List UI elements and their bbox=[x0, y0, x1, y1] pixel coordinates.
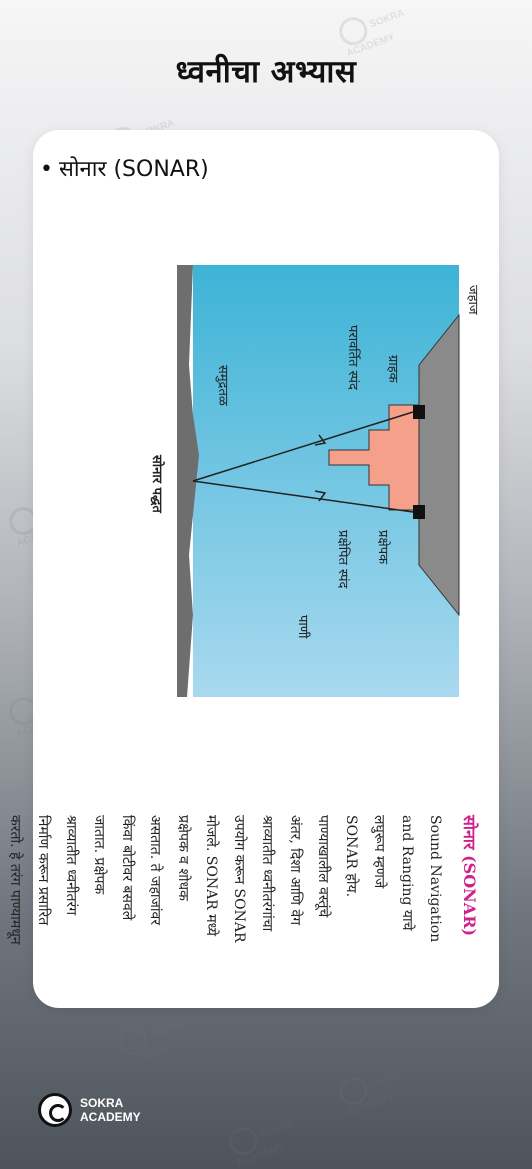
sonar-text-block: सोनार (SONAR) Sound Navigation and Rangi… bbox=[7, 815, 499, 945]
logo-icon bbox=[38, 1093, 72, 1127]
reflected-wave-line bbox=[192, 411, 414, 482]
label-transmitter: प्रक्षेपक bbox=[375, 530, 391, 565]
ship-hull bbox=[418, 313, 460, 617]
label-sea-bed: समुद्रतळ bbox=[215, 365, 230, 407]
rotated-page: जहाज ग्राहक परावर्तित स्पंद समुद्रतळ प्र… bbox=[7, 255, 499, 955]
page-title: ध्वनीचा अभ्यास bbox=[175, 54, 357, 90]
sonar-paragraph-1: Sound Navigation and Ranging याचे लघुरूप… bbox=[91, 815, 443, 943]
label-transmitted-wave: प्रक्षेपित स्पंद bbox=[335, 530, 351, 589]
arrow-icon bbox=[314, 490, 327, 502]
section-heading: •सोनार (SONAR) bbox=[40, 157, 209, 182]
label-water: पाणी bbox=[295, 615, 311, 639]
bullet-icon: • bbox=[40, 157, 53, 182]
ship-cabin bbox=[328, 404, 420, 511]
arrow-icon bbox=[314, 434, 327, 446]
transmitter-box bbox=[413, 505, 425, 519]
receiver-box bbox=[413, 405, 425, 419]
sonar-heading: सोनार (SONAR) bbox=[460, 815, 479, 937]
water-area bbox=[193, 265, 459, 697]
textbook-figure: जहाज ग्राहक परावर्तित स्पंद समुद्रतळ प्र… bbox=[7, 255, 499, 955]
logo-text: SOKRA ACADEMY bbox=[80, 1096, 141, 1124]
label-ship: जहाज bbox=[465, 285, 480, 315]
transmitted-wave-line bbox=[192, 480, 414, 513]
label-caption: सोनार पद्धत bbox=[149, 454, 165, 513]
label-receiver: ग्राहक bbox=[385, 355, 400, 384]
brand-logo: SOKRA ACADEMY bbox=[38, 1093, 141, 1127]
label-reflected-wave: परावर्तित स्पंद bbox=[345, 325, 361, 391]
sonar-diagram: जहाज ग्राहक परावर्तित स्पंद समुद्रतळ प्र… bbox=[149, 265, 480, 697]
sonar-paragraph: Sound Navigation and Ranging याचे लघुरूप… bbox=[7, 815, 449, 945]
sea-bed bbox=[177, 265, 199, 697]
